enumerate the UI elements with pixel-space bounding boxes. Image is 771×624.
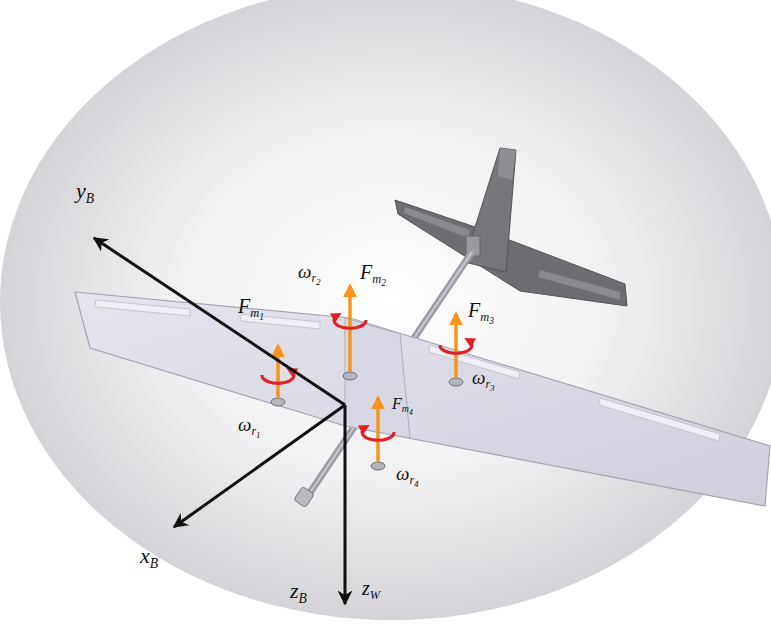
axis-arrow xyxy=(94,238,345,405)
force-label: Fm1 xyxy=(238,296,264,316)
thrust-arrow xyxy=(454,314,458,378)
motor-pods xyxy=(271,372,463,470)
elevator-panel xyxy=(404,207,470,238)
thrust-arrows xyxy=(278,286,456,462)
rotor-speed-label: ωr1 xyxy=(238,415,261,434)
motor-pod xyxy=(271,398,285,406)
rotation-arrows xyxy=(262,315,472,440)
axis-label: xB xyxy=(140,545,158,567)
wing xyxy=(75,292,770,506)
thrust-arrow xyxy=(376,398,380,462)
rotation-arc xyxy=(362,427,394,440)
axis-label: zW xyxy=(362,578,380,598)
motor-pod xyxy=(449,378,463,386)
thrust-arrow xyxy=(276,346,280,398)
motor-pod xyxy=(343,372,357,380)
aileron-panel xyxy=(599,398,720,441)
rudder-panel xyxy=(498,148,516,180)
axis-arrow xyxy=(174,405,345,527)
rotor-speed-label: ωr4 xyxy=(396,464,419,483)
elevator-panel xyxy=(538,270,620,300)
wing-surface xyxy=(75,292,770,506)
rotor-speed-label: ωr2 xyxy=(298,262,321,281)
nose-motor xyxy=(294,486,315,507)
aileron-panel xyxy=(95,300,190,316)
rotation-arc xyxy=(440,340,472,353)
body-axes xyxy=(94,238,345,604)
axis-arrow xyxy=(344,405,347,604)
force-label: Fm3 xyxy=(468,300,494,320)
tail xyxy=(395,148,627,306)
rotation-arc xyxy=(334,315,366,328)
rotor-speed-label: ωr3 xyxy=(472,368,495,387)
force-label: Fm4 xyxy=(392,396,413,412)
axis-label: yB xyxy=(76,180,94,202)
force-label: Fm2 xyxy=(360,262,386,282)
axis-label: zB xyxy=(290,580,307,602)
motor-pod xyxy=(371,462,385,470)
rotation-arc xyxy=(262,370,294,383)
